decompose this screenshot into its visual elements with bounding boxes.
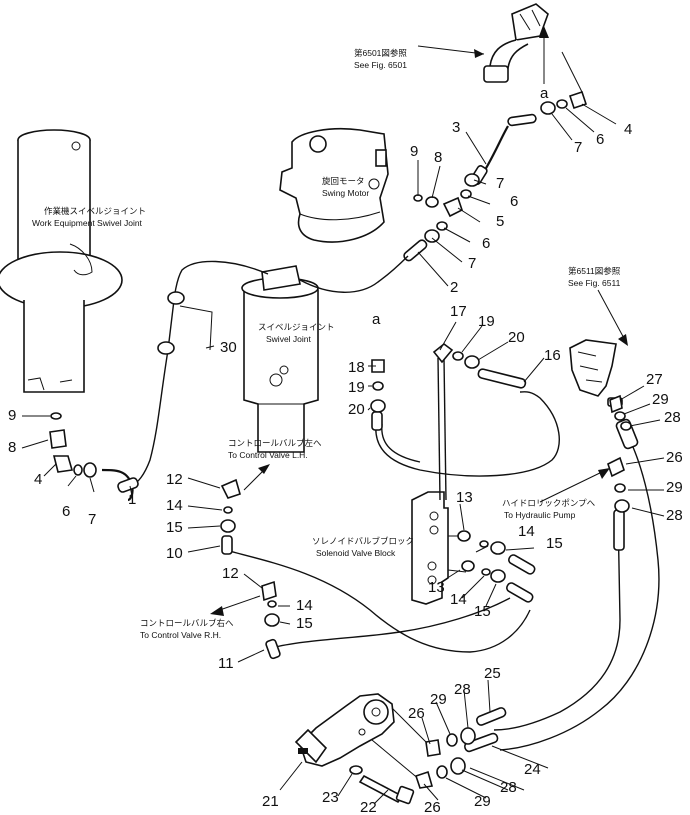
swing-motor (279, 127, 389, 243)
part-label: 8 (8, 439, 16, 456)
part-label: 29 (652, 391, 669, 408)
part-label: 14 (166, 497, 183, 514)
part-label: 2 (450, 279, 458, 296)
part-label: 11 (218, 655, 234, 672)
top-elbow-fitting (483, 3, 549, 83)
part-label: 30 (220, 339, 237, 356)
part-label: 7 (88, 511, 96, 528)
to-hydraulic-pump-en: To Hydraulic Pump (504, 510, 576, 520)
see-fig-6501-en: See Fig. 6501 (354, 60, 407, 70)
swing-motor-label-jp: 旋回モータ (322, 176, 365, 186)
pipe-11 (271, 597, 511, 649)
part-label: 15 (474, 603, 491, 620)
part-label: 7 (468, 255, 476, 272)
solenoid-valve-block-jp: ソレノイドバルブブロック (312, 536, 414, 546)
part-label: 28 (666, 507, 683, 524)
part-label: 25 (484, 665, 501, 682)
part-label: 7 (574, 139, 582, 156)
reference-a-center: a (372, 311, 381, 328)
wesj-label-jp: 作業機スイベルジョイント (44, 206, 146, 216)
to-control-valve-rh-en: To Control Valve R.H. (140, 630, 221, 640)
part-label: 7 (496, 175, 504, 192)
part-label: 26 (408, 705, 425, 722)
to-control-valve-lh-jp: コントロールバルブ左へ (228, 438, 322, 448)
part-label: 29 (474, 793, 491, 810)
part-label: 4 (34, 471, 42, 488)
part-label: 12 (222, 565, 239, 582)
part-label: 6 (510, 193, 518, 210)
part-label: 20 (508, 329, 525, 346)
to-control-valve-rh-jp: コントロールバルブ右へ (140, 618, 234, 628)
hose-16 (375, 391, 560, 477)
part-label: 21 (262, 793, 279, 810)
part-label: 19 (348, 379, 365, 396)
part-label: 29 (666, 479, 683, 496)
wesj-label-en: Work Equipment Swivel Joint (32, 218, 143, 228)
hose-to-pump-right (499, 435, 660, 751)
right-connector-block (569, 339, 623, 407)
part-label: 6 (596, 131, 604, 148)
part-label: 12 (166, 471, 183, 488)
part-number-labels: 4 6 7 3 9 8 7 6 5 6 7 2 30 17 19 20 16 1… (8, 119, 683, 815)
part-label: 24 (524, 761, 541, 778)
part-label: 13 (428, 579, 445, 596)
part-label: 14 (296, 597, 313, 614)
pipe-17 (437, 357, 441, 501)
swing-motor-label-en: Swing Motor (322, 188, 369, 198)
hose-24 (463, 732, 499, 753)
part-label: 15 (546, 535, 563, 552)
part-label: 27 (646, 371, 663, 388)
part-label: 22 (360, 799, 377, 815)
part-label: 17 (450, 303, 467, 320)
part-label: 18 (348, 359, 365, 376)
part-label: 3 (452, 119, 460, 136)
part-label: 15 (166, 519, 183, 536)
see-fig-6511-jp: 第6511図参照 (568, 266, 621, 276)
hydraulic-pump (294, 693, 395, 767)
part-label: 16 (544, 347, 561, 364)
part-label: 19 (478, 313, 495, 330)
part-label: 28 (664, 409, 681, 426)
part-label: 8 (434, 149, 442, 166)
center-swivel-joint (241, 265, 319, 453)
pipe-10 (225, 549, 531, 653)
part-label: 1 (128, 491, 136, 508)
part-label: 23 (322, 789, 339, 806)
solenoid-valve-block-en: Solenoid Valve Block (316, 548, 396, 558)
see-fig-6501-jp: 第6501図参照 (354, 48, 407, 58)
part-label: 13 (456, 489, 473, 506)
part-label: 26 (424, 799, 441, 815)
part-label: 4 (624, 121, 632, 138)
part-label: 28 (500, 779, 517, 796)
to-hydraulic-pump-jp: ハイドロリックポンプへ (502, 498, 596, 508)
swivel-joint-label-jp: スイベルジョイント (258, 322, 335, 332)
part-label: 14 (518, 523, 535, 540)
part-label: 14 (450, 591, 467, 608)
see-fig-6511-en: See Fig. 6511 (568, 278, 621, 288)
part-label: 10 (166, 545, 183, 562)
part-label: 26 (666, 449, 683, 466)
part-label: 6 (482, 235, 490, 252)
reference-a-top: a (540, 85, 549, 102)
part-label: 9 (8, 407, 16, 424)
hose-30 (131, 299, 175, 487)
part-label: 9 (410, 143, 418, 160)
part-label: 29 (430, 691, 447, 708)
part-label: 15 (296, 615, 313, 632)
swivel-joint-label-en: Swivel Joint (266, 334, 312, 344)
hose-25 (476, 707, 507, 726)
part-label: 28 (454, 681, 471, 698)
work-equipment-swivel-joint (0, 129, 123, 393)
part-label: 6 (62, 503, 70, 520)
part-label: 20 (348, 401, 365, 418)
part-label: 5 (496, 213, 504, 230)
leader-lines (21, 26, 665, 805)
to-control-valve-lh-en: To Control Valve L.H. (228, 450, 308, 460)
